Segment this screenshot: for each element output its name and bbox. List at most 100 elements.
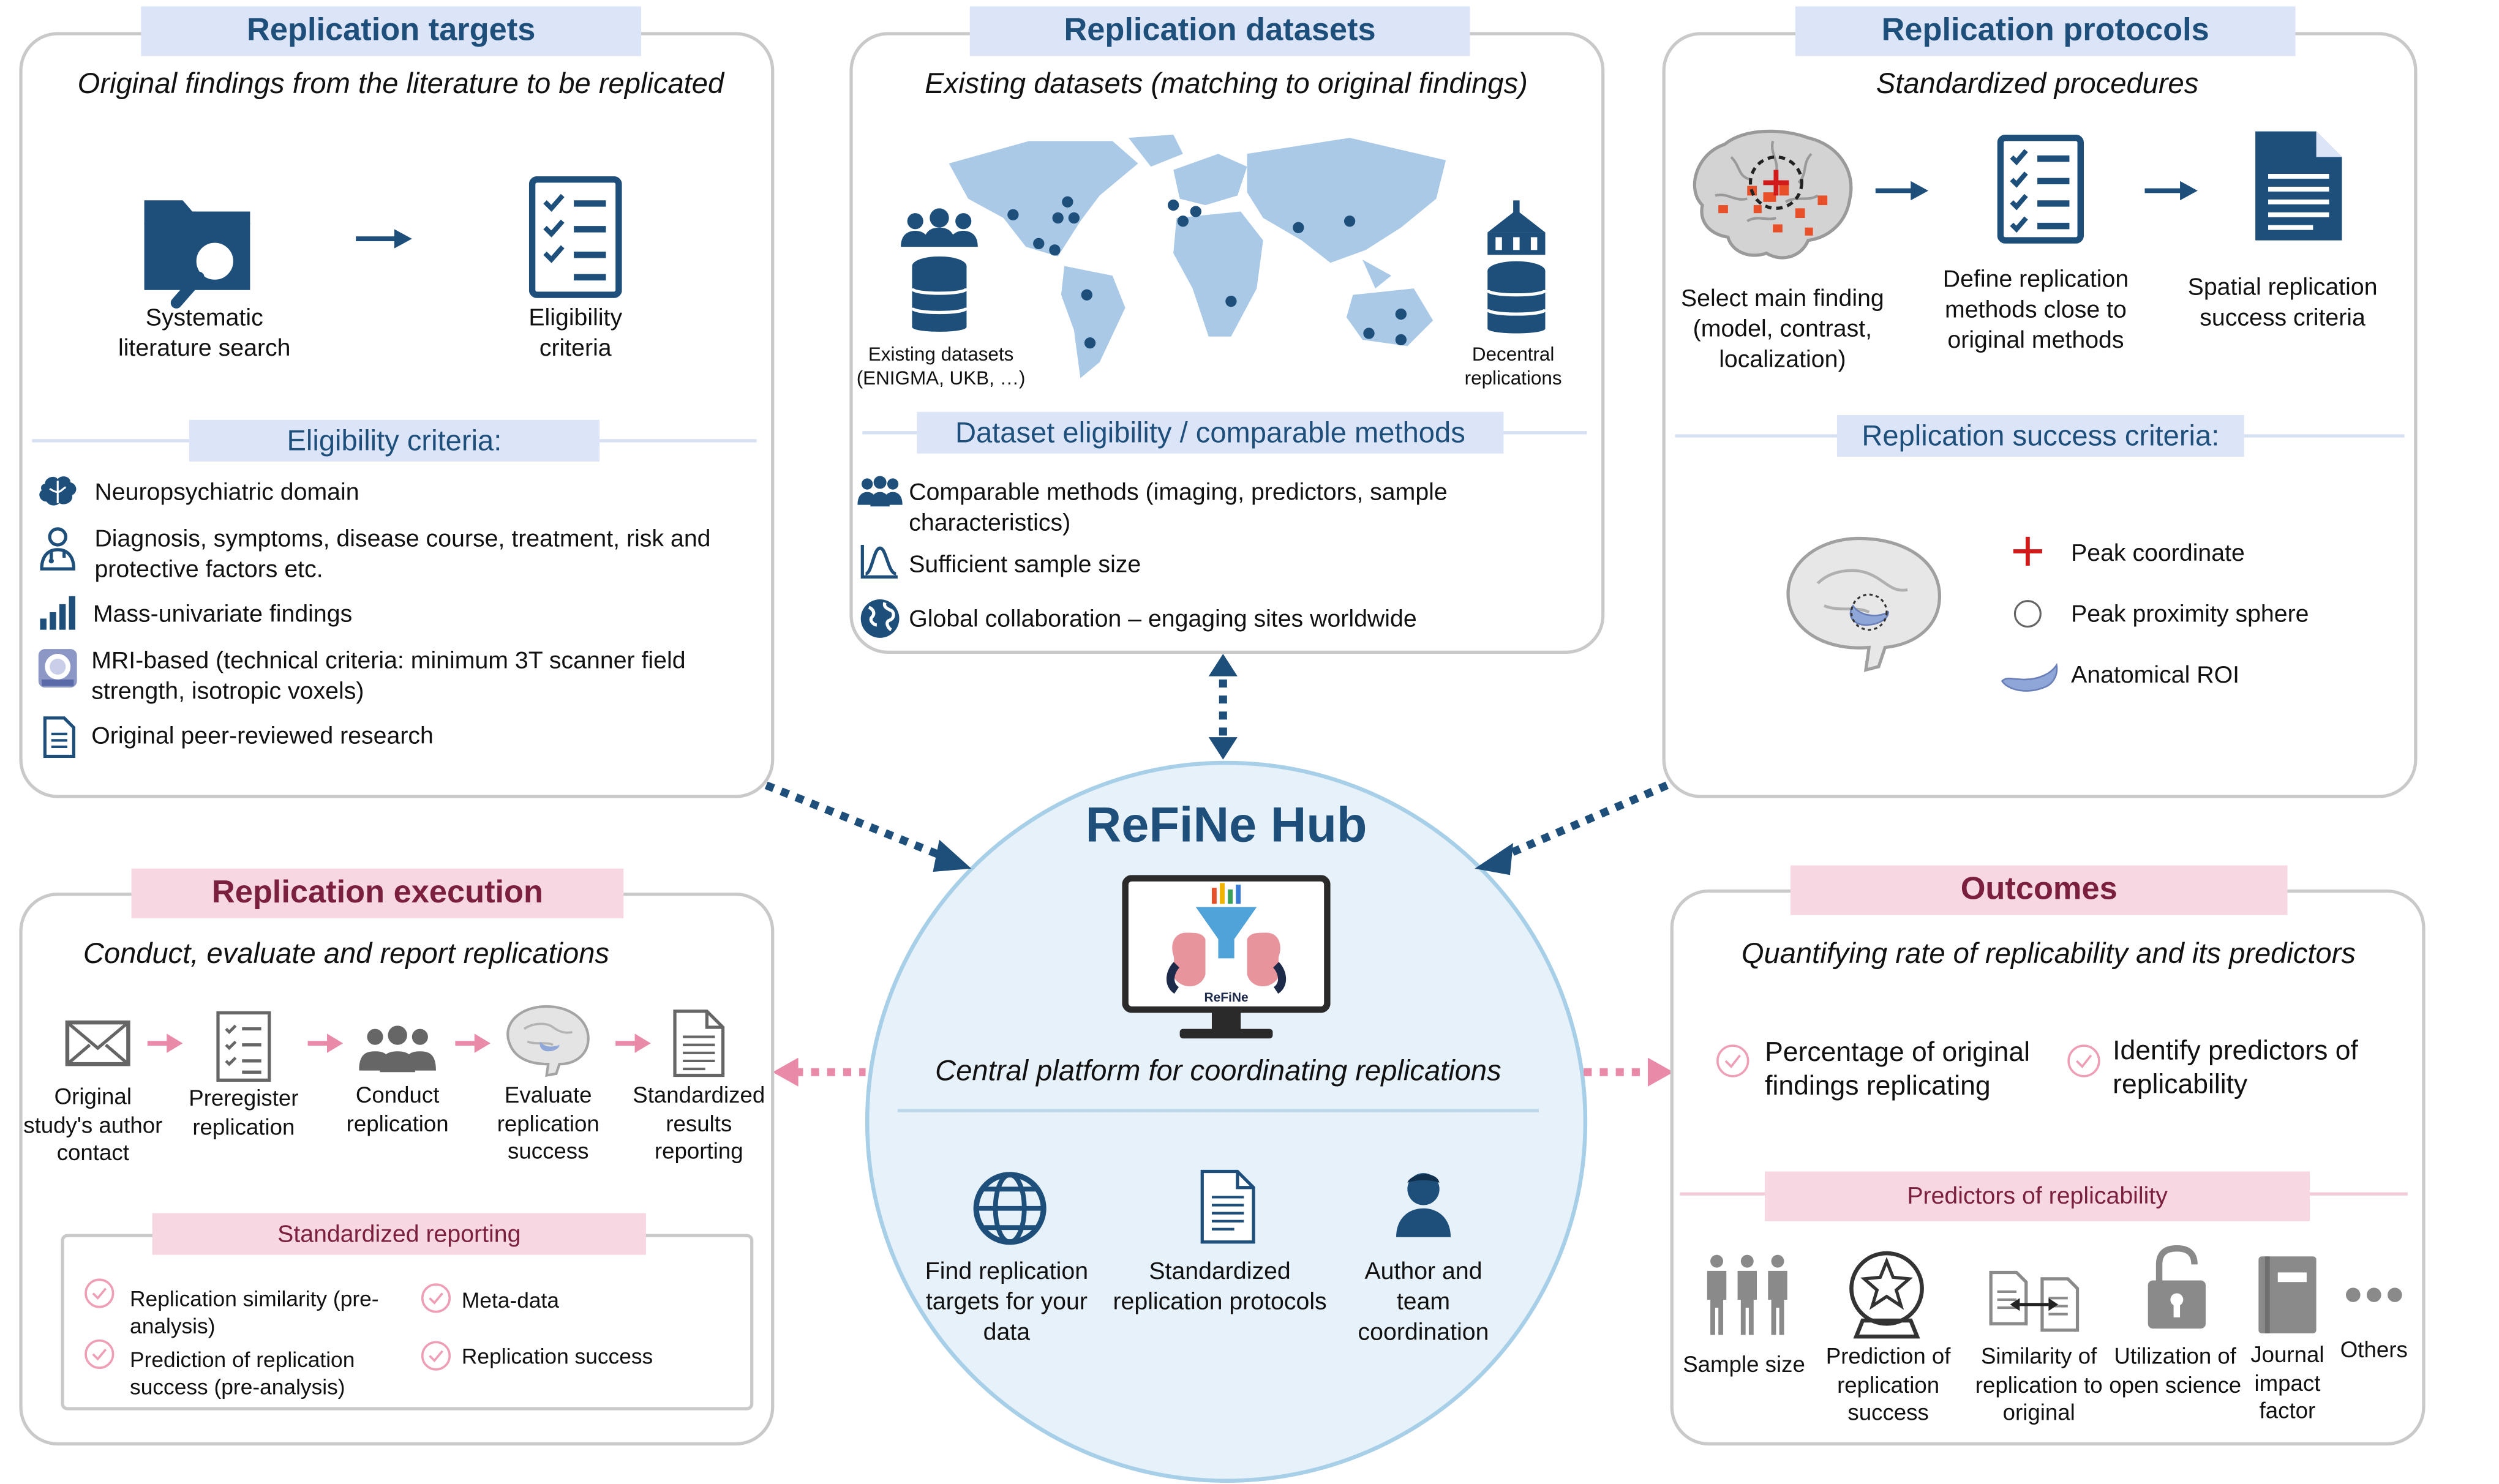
distribution-curve-icon	[860, 545, 898, 579]
compare-documents-icon	[1989, 1270, 2080, 1332]
check-circle-icon	[421, 1283, 451, 1313]
outcomes-subtitle: Quantifying rate of replicability and it…	[1741, 937, 2356, 970]
standardized-reporting-title: Standardized reporting	[152, 1213, 646, 1255]
sphere-icon	[2013, 600, 2042, 628]
person-icon	[1396, 1173, 1451, 1237]
datasets-title: Replication datasets	[969, 6, 1470, 56]
targets-title: Replication targets	[141, 6, 642, 56]
results-document-icon	[673, 1010, 725, 1077]
arrow-icon	[2144, 181, 2198, 201]
check-circle-icon	[2067, 1044, 2100, 1077]
brain-sagittal-icon	[1786, 536, 1942, 672]
success-criteria-label: Spatial replication success criteria	[2187, 274, 2378, 332]
brain-icon	[39, 476, 77, 506]
check-circle-icon	[85, 1278, 115, 1308]
reporting-item: Replication similarity (pre-analysis)	[130, 1287, 379, 1338]
dataset-criterion: Comparable methods (imaging, predictors,…	[909, 479, 1448, 537]
datasets-panel	[849, 32, 1605, 654]
predictor-label: Journal impact factor	[2250, 1341, 2324, 1423]
brain-activation-icon	[1693, 129, 1853, 260]
hub-feature-find-targets: Find replication targets for your data	[925, 1257, 1089, 1346]
globe-icon	[860, 599, 900, 638]
outcomes-title: Outcomes	[1790, 865, 2288, 915]
preregister-icon	[216, 1011, 271, 1082]
protocol-document-icon	[1200, 1169, 1255, 1244]
building-database-icon	[1486, 200, 1547, 334]
protocols-title: Replication protocols	[1795, 6, 2296, 56]
hub-subtitle: Central platform for coordinating replic…	[935, 1054, 1501, 1087]
predictors-title: Predictors of replicability	[1765, 1171, 2310, 1221]
dataset-criterion: Sufficient sample size	[909, 551, 1141, 579]
hub-title: ReFiNe Hub	[1085, 796, 1367, 853]
journal-icon	[2258, 1256, 2317, 1333]
predictor-label: Others	[2340, 1336, 2408, 1363]
dataset-eligibility-title: Dataset eligibility / comparable methods	[917, 411, 1504, 454]
reporting-item: Replication success	[461, 1344, 653, 1369]
doctor-icon	[40, 527, 76, 571]
roi-icon	[2001, 662, 2058, 692]
eligibility-item: Original peer-reviewed research	[91, 722, 434, 751]
exec-step-reporting: Standardized results reporting	[633, 1081, 765, 1164]
legend-proximity-sphere: Peak proximity sphere	[2071, 601, 2309, 629]
arrow-icon	[356, 229, 412, 249]
brain-evaluate-icon	[506, 1005, 590, 1077]
eligibility-item: Neuropsychiatric domain	[94, 479, 359, 507]
select-finding-label: Select main finding (model, contrast, lo…	[1680, 285, 1884, 373]
outcome-goal: Identify predictors of replicability	[2113, 1035, 2358, 1100]
execution-subtitle: Conduct, evaluate and report replication…	[83, 937, 609, 970]
crystal-ball-icon	[1849, 1251, 1924, 1339]
eligibility-section-title: Eligibility criteria:	[189, 419, 600, 462]
arrow-icon	[1875, 181, 1929, 201]
execution-title: Replication execution	[131, 868, 624, 918]
exec-step-conduct: Conduct replication	[346, 1081, 449, 1136]
globe-outline-icon	[973, 1172, 1047, 1245]
group-icon	[857, 476, 903, 507]
criteria-label: Eligibility criteria	[528, 304, 623, 362]
search-label: Systematic literature search	[118, 304, 291, 362]
execution-panel	[19, 893, 775, 1446]
success-criteria-title: Replication success criteria:	[1836, 414, 2244, 457]
report-icon	[2255, 131, 2342, 241]
checklist-icon	[1997, 134, 2084, 244]
people-database-icon	[901, 208, 978, 332]
predictor-label: Prediction of replication success	[1825, 1343, 1951, 1425]
reporting-item: Prediction of replication success (pre-a…	[130, 1347, 355, 1399]
existing-datasets-label: Existing datasets (ENIGMA, UKB, …)	[856, 343, 1026, 390]
eligibility-item: MRI-based (technical criteria: minimum 3…	[91, 647, 686, 705]
folder-search-icon	[144, 200, 250, 309]
exec-step-contact: Original study's author contact	[23, 1083, 163, 1166]
hub-divider	[897, 1109, 1539, 1112]
check-circle-icon	[421, 1341, 451, 1371]
outcomes-panel	[1670, 889, 2426, 1446]
targets-subtitle: Original findings from the literature to…	[77, 67, 724, 100]
outcome-goal: Percentage of original findings replicat…	[1765, 1036, 2031, 1102]
legend-anatomical-roi: Anatomical ROI	[2071, 662, 2240, 689]
envelope-icon	[65, 1020, 130, 1066]
document-icon	[43, 716, 76, 759]
pink-step-arrows	[147, 1033, 651, 1053]
refine-logo-text: ReFiNe	[1204, 991, 1248, 1005]
mri-scanner-icon	[38, 649, 77, 688]
eligibility-item: Diagnosis, symptoms, disease course, tre…	[94, 525, 711, 583]
checklist-icon	[528, 176, 622, 298]
hub-feature-coordination: Author and team coordination	[1358, 1257, 1489, 1346]
predictor-label: Sample size	[1683, 1351, 1805, 1377]
bar-chart-icon	[40, 596, 76, 630]
predictor-label: Utilization of open science	[2109, 1343, 2242, 1397]
exec-step-evaluate: Evaluate replication success	[497, 1081, 599, 1164]
monitor-icon: ReFiNe	[1122, 875, 1331, 1039]
datasets-subtitle: Existing datasets (matching to original …	[925, 67, 1528, 100]
legend-peak-coordinate: Peak coordinate	[2071, 540, 2245, 568]
team-icon	[359, 1025, 437, 1073]
protocols-subtitle: Standardized procedures	[1876, 67, 2199, 100]
open-lock-icon	[2148, 1245, 2206, 1329]
exec-step-preregister: Preregister replication	[189, 1085, 299, 1139]
check-circle-icon	[85, 1339, 115, 1370]
decentral-label: Decentral replications	[1464, 343, 1562, 390]
hub-feature-protocols: Standardized replication protocols	[1113, 1257, 1327, 1316]
eligibility-item: Mass-univariate findings	[92, 601, 353, 629]
targets-panel	[19, 32, 775, 798]
predictor-label: Similarity of replication to original	[1975, 1343, 2103, 1425]
